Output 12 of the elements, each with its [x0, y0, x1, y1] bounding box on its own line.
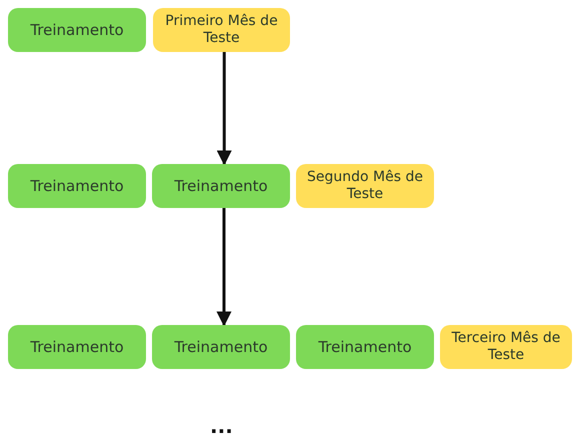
arrow — [216, 52, 232, 166]
training-box: Treinamento — [152, 164, 290, 208]
test-month-box: Segundo Mês de Teste — [296, 164, 434, 208]
training-box: Treinamento — [8, 325, 146, 369]
training-box: Treinamento — [296, 325, 434, 369]
training-box: Treinamento — [8, 164, 146, 208]
test-month-box: Primeiro Mês de Teste — [153, 8, 290, 52]
training-box: Treinamento — [8, 8, 146, 52]
arrow — [216, 208, 232, 326]
test-month-box: Terceiro Mês de Teste — [440, 325, 572, 369]
training-box: Treinamento — [152, 325, 290, 369]
ellipsis: ... — [210, 414, 233, 438]
